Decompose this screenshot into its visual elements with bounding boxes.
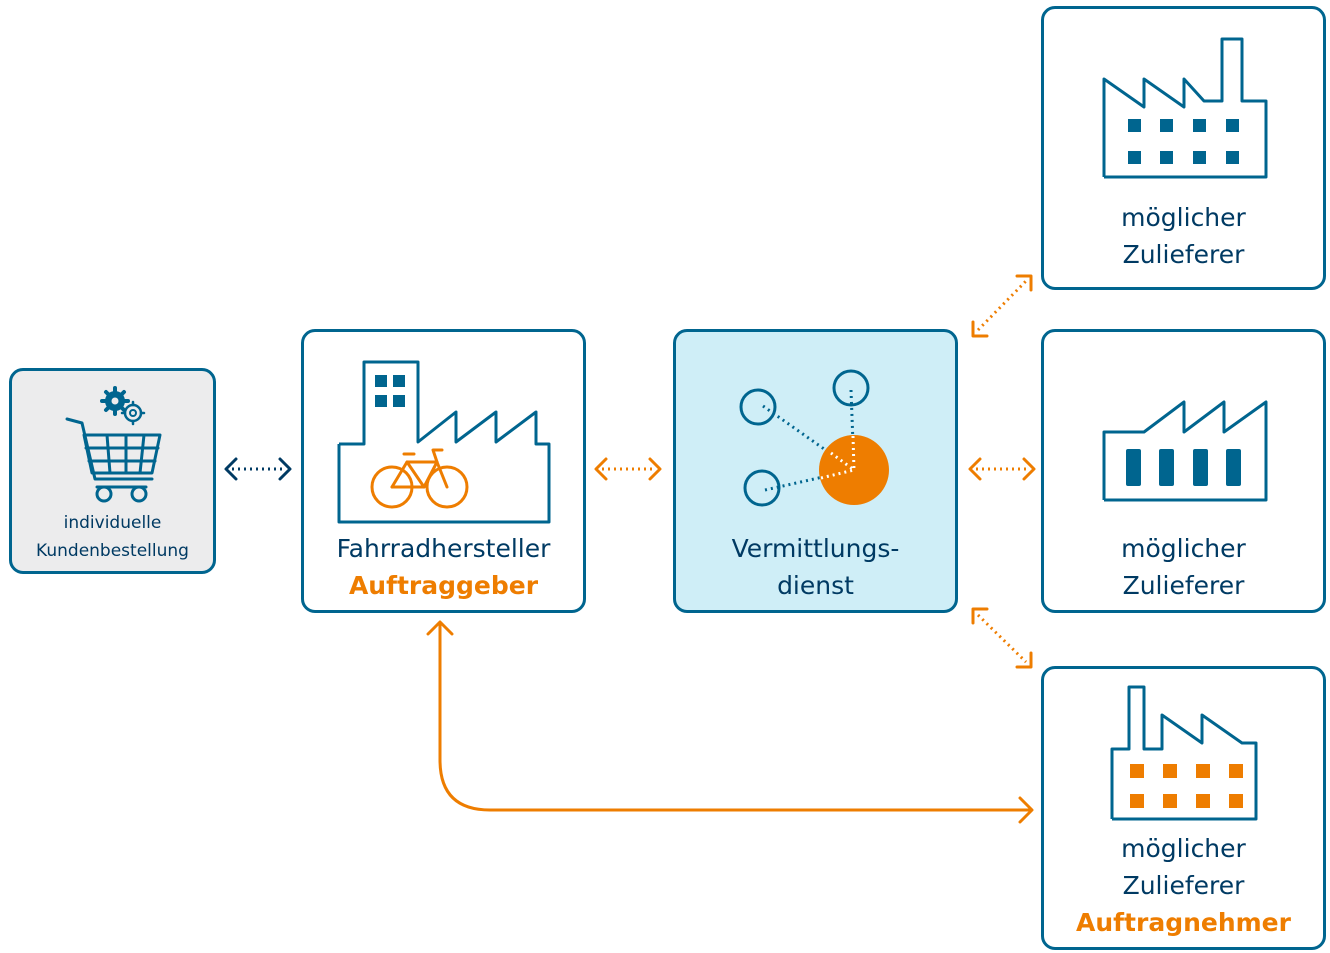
customer-order-box: individuelle Kundenbestellung: [9, 368, 216, 574]
customer-label-line2: Kundenbestellung: [36, 541, 189, 561]
supplier-2-label-line1: möglicher: [1121, 534, 1246, 563]
factory-chimney-orange-icon: [1110, 685, 1258, 821]
network-hub-icon: [739, 369, 889, 507]
bicycle-factory-icon: [337, 360, 551, 524]
broker-label-line2: dienst: [777, 571, 854, 600]
supplier-3-label-line2: Zulieferer: [1122, 871, 1245, 900]
customer-label-line1: individuelle: [63, 513, 162, 533]
supplier-box-3: möglicher Zulieferer Auftragnehmer: [1041, 666, 1326, 950]
supplier-3-label-line1: möglicher: [1121, 834, 1246, 863]
supplier-1-label-line2: Zulieferer: [1122, 240, 1245, 269]
supplier-2-label-line2: Zulieferer: [1122, 571, 1245, 600]
manufacturer-label: Fahrradhersteller: [336, 534, 551, 563]
contractor-role-label: Auftragnehmer: [1076, 908, 1291, 937]
supplier-box-1: möglicher Zulieferer: [1041, 6, 1326, 290]
arrow-broker-supplier-2: [968, 457, 1036, 481]
supplier-1-label-line1: möglicher: [1121, 203, 1246, 232]
arrow-customer-manufacturer: [224, 457, 292, 481]
client-role-label: Auftraggeber: [348, 571, 539, 600]
arrow-manufacturer-contractor: [426, 620, 1034, 824]
supplier-box-2: möglicher Zulieferer: [1041, 329, 1326, 613]
arrow-broker-supplier-1: [971, 274, 1033, 338]
arrow-manufacturer-broker: [594, 457, 662, 481]
factory-chimney-icon: [1102, 37, 1268, 179]
manufacturer-box: Fahrradhersteller Auftraggeber: [301, 329, 586, 613]
shopping-cart-gears-icon: [65, 386, 162, 503]
arrow-broker-supplier-3: [971, 607, 1033, 669]
broker-label-line1: Vermittlungs-: [731, 534, 900, 563]
broker-service-box: Vermittlungs- dienst: [673, 329, 958, 613]
factory-sawtooth-icon: [1102, 400, 1268, 502]
